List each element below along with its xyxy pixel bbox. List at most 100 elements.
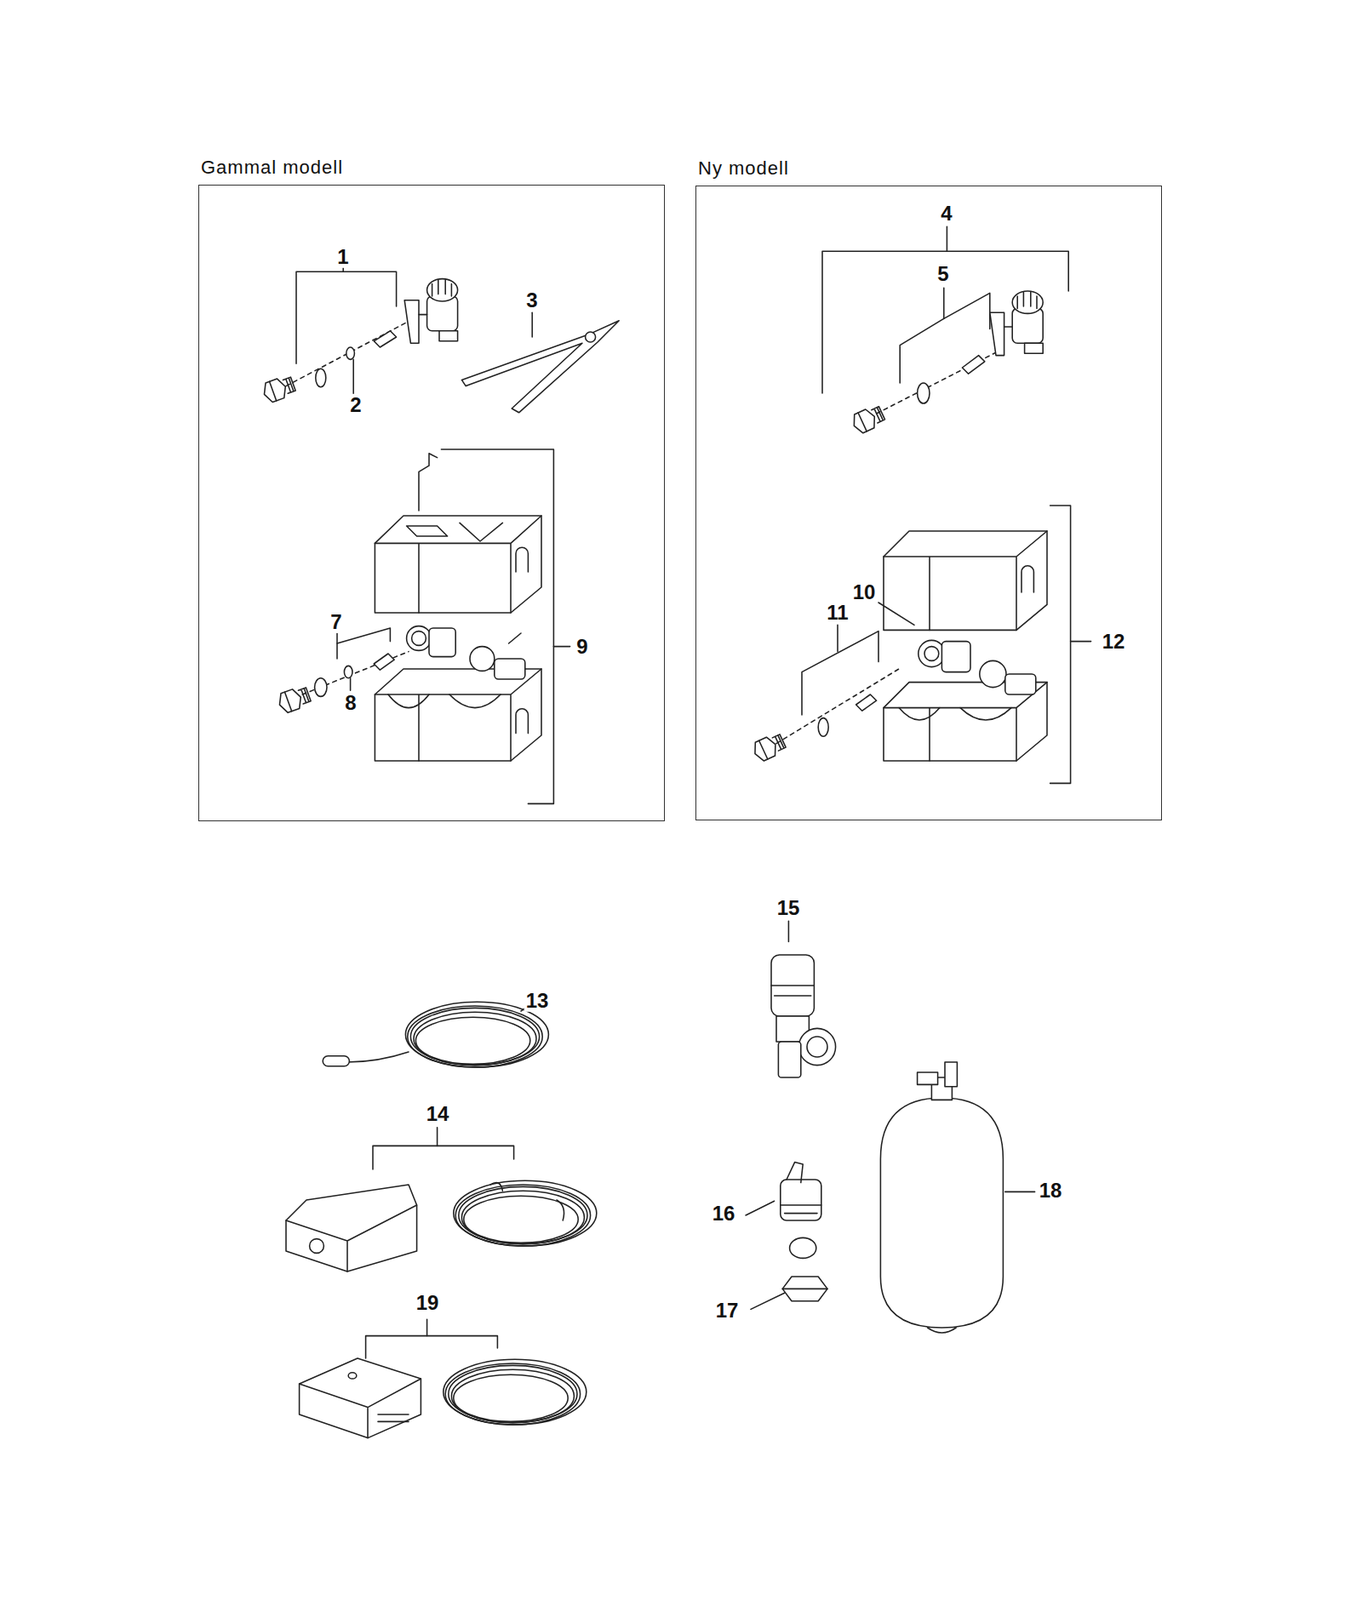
- callout-number: 3: [524, 289, 539, 312]
- old-valve-kit-part: [315, 368, 327, 388]
- drain-tap: [745, 1162, 828, 1311]
- old-insulation-box-part: [275, 685, 312, 716]
- callout-number: 10: [851, 581, 878, 604]
- drain-tap-part: [782, 1288, 828, 1291]
- new-valve-kit: [822, 226, 1069, 435]
- pliers-part: [585, 331, 596, 343]
- expansion-tank-part: [944, 1062, 957, 1088]
- old-insulation-box-part: [412, 631, 427, 647]
- safety-valve-part: [778, 1041, 801, 1078]
- drain-tap-part: [750, 1293, 785, 1310]
- old-insulation-box-part: [553, 646, 570, 648]
- drain-tap-part: [789, 1237, 817, 1259]
- old-insulation-box: [275, 449, 570, 804]
- old-insulation-box-part: [349, 678, 352, 691]
- new-valve-kit-part: [849, 403, 887, 435]
- old-insulation-box-part: [337, 628, 390, 659]
- old-insulation-box-part: [314, 678, 327, 698]
- old-insulation-box-part: [406, 626, 432, 652]
- old-insulation-box-part: [429, 628, 456, 658]
- callout-number: 1: [335, 246, 350, 269]
- new-valve-kit-part: [946, 226, 949, 252]
- expansion-tank-part: [1005, 1191, 1036, 1194]
- old-valve-kit-part: [404, 279, 458, 344]
- new-valve-kit-part: [990, 291, 1043, 356]
- new-insulation-box-part: [1021, 566, 1034, 593]
- new-insulation-box-part: [1070, 640, 1092, 643]
- safety-valve-part: [771, 955, 814, 1017]
- new-insulation-box-part: [836, 624, 839, 652]
- new-insulation-box-part: [918, 640, 945, 667]
- model-panel: Gammal modell: [198, 184, 665, 822]
- safety-valve-part: [806, 1036, 828, 1058]
- new-valve-kit-part: [822, 251, 1069, 394]
- control-box-with-cable-part: [426, 1319, 429, 1336]
- old-valve-kit-part: [346, 347, 355, 360]
- new-valve-kit-part: [943, 287, 945, 319]
- old-valve-kit-part: [286, 318, 414, 386]
- cover-with-cable-part: [436, 1127, 439, 1147]
- sensor-cable-part: [347, 1052, 409, 1063]
- safety-valve-part: [788, 921, 790, 942]
- old-insulation-box-part: [418, 453, 438, 511]
- control-box-with-cable: [299, 1319, 587, 1438]
- new-insulation-box-part: [801, 631, 879, 716]
- old-valve-kit: [260, 267, 458, 404]
- expansion-tank-part: [917, 1072, 939, 1085]
- old-insulation-box-part: [373, 653, 395, 670]
- old-insulation-box-part: [469, 646, 495, 672]
- pliers: [461, 312, 619, 413]
- new-valve-kit-part: [917, 383, 930, 404]
- old-valve-kit-part: [296, 271, 397, 364]
- drain-tap-part: [745, 1201, 775, 1216]
- control-box-with-cable-part: [299, 1358, 422, 1439]
- old-valve-kit-part: [260, 374, 297, 405]
- cover-with-cable: [286, 1127, 597, 1272]
- callout-number: 13: [524, 990, 551, 1013]
- safety-valve-part: [771, 985, 814, 996]
- control-box-with-cable-part: [377, 1414, 409, 1422]
- control-box-with-cable-part: [366, 1336, 498, 1359]
- cover-with-cable-part: [309, 1239, 325, 1254]
- control-box-with-cable-part: [348, 1373, 357, 1380]
- new-insulation-box-part: [898, 708, 1012, 721]
- callout-number: 7: [328, 611, 344, 634]
- new-insulation-box-part: [1050, 505, 1071, 784]
- callout-number: 17: [714, 1299, 741, 1322]
- safety-valve: [771, 921, 836, 1078]
- old-valve-kit-part: [373, 331, 396, 348]
- control-box-with-cable-part: [299, 1379, 422, 1439]
- new-insulation-box-part: [924, 646, 939, 662]
- drain-tap-part: [780, 1205, 822, 1214]
- old-insulation-box-part: [374, 669, 542, 762]
- old-insulation-box-part: [515, 547, 528, 573]
- expansion-tank-part: [927, 1327, 957, 1334]
- new-insulation-box-part: [979, 660, 1007, 687]
- callout-number: 12: [1100, 630, 1128, 653]
- new-valve-kit-part: [899, 292, 991, 384]
- new-valve-kit-part: [876, 347, 1007, 414]
- expansion-tank: [880, 1062, 1035, 1334]
- old-insulation-box-part: [494, 658, 526, 680]
- drain-tap-part: [786, 1162, 803, 1184]
- callout-number: 19: [414, 1292, 441, 1315]
- cover-with-cable-part: [490, 1183, 565, 1221]
- sensor-cable-part: [322, 1056, 350, 1067]
- old-insulation-box-part: [374, 515, 542, 613]
- new-valve-kit-part: [961, 355, 985, 375]
- safety-valve-part: [798, 1028, 836, 1065]
- old-insulation-box-part: [406, 522, 504, 542]
- cover-with-cable-part: [286, 1184, 418, 1272]
- expansion-tank-part: [880, 1098, 1003, 1328]
- callout-number: 4: [938, 202, 954, 225]
- old-insulation-box-part: [374, 669, 542, 762]
- new-insulation-box-part: [856, 694, 877, 711]
- cover-with-cable-part: [372, 1145, 515, 1170]
- callout-number: 15: [775, 897, 802, 920]
- cover-with-cable-part: [453, 1180, 597, 1247]
- new-insulation-box-part: [941, 641, 971, 673]
- callout-number: 2: [348, 394, 363, 417]
- panel-heading: Gammal modell: [200, 156, 344, 179]
- callout-number: 14: [424, 1103, 452, 1126]
